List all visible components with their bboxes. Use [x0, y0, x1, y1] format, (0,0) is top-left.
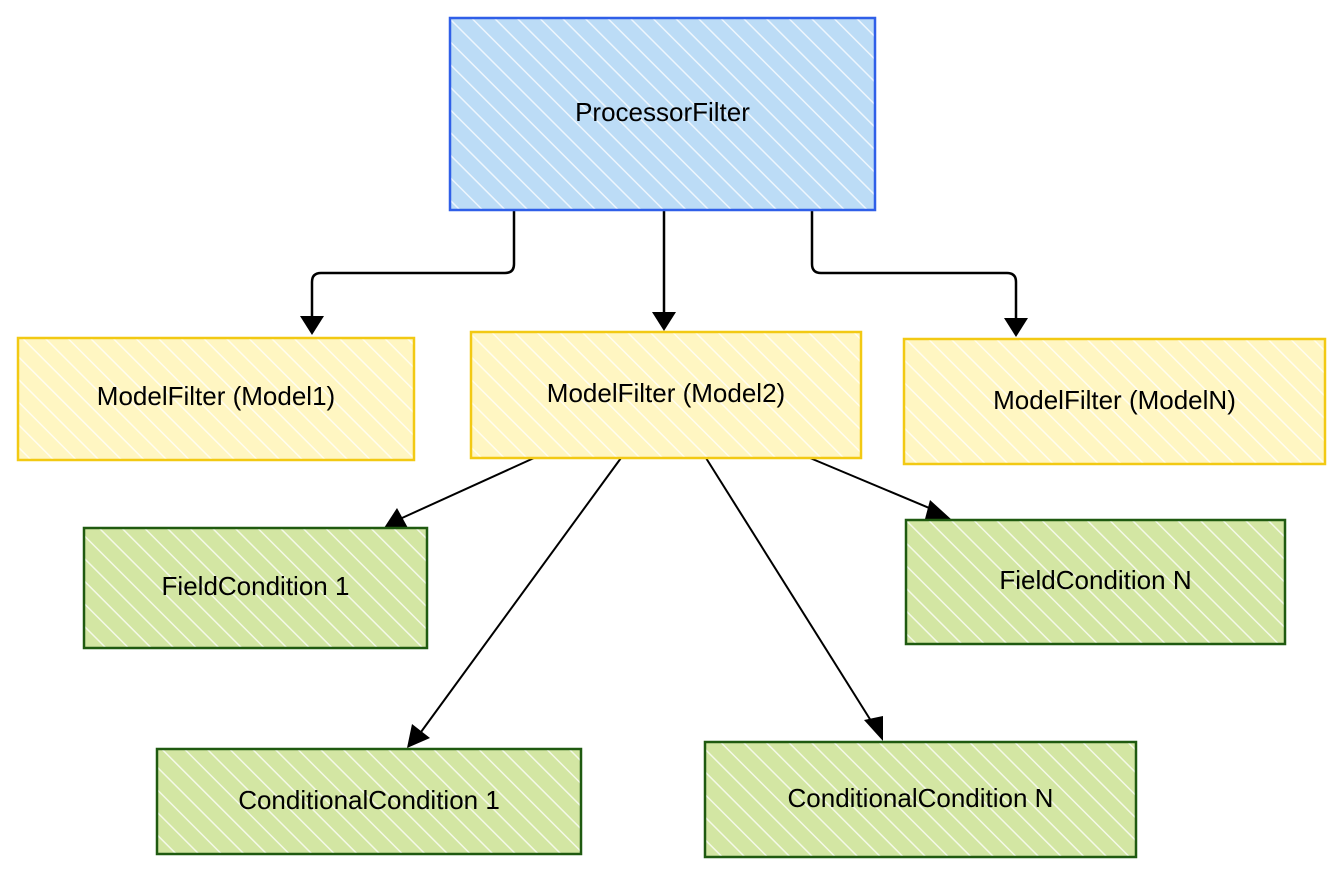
- processor-filter-label: ProcessorFilter: [575, 97, 750, 127]
- arrowhead-fieldcondition1: [384, 508, 408, 528]
- node-processor-filter: ProcessorFilter: [448, 16, 877, 212]
- arrowhead-model2: [652, 312, 676, 331]
- arrowhead-model1: [300, 316, 324, 335]
- model-filter-1-label: ModelFilter (Model1): [97, 381, 335, 411]
- node-model-filter-n: ModelFilter (ModelN): [902, 337, 1327, 466]
- node-model-filter-2: ModelFilter (Model2): [469, 330, 863, 460]
- edge-processor-to-model1: [300, 210, 516, 335]
- edge-model2-to-fieldconditionn: [809, 457, 952, 520]
- conditional-condition-1-label: ConditionalCondition 1: [238, 785, 500, 815]
- arrowhead-conditionalconditionn: [864, 716, 883, 741]
- arrowhead-fieldconditionn: [925, 500, 952, 520]
- node-field-condition-n: FieldCondition N: [904, 518, 1287, 646]
- edge-processor-to-model2: [652, 210, 676, 331]
- edge-processor-to-modeln: [810, 210, 1028, 337]
- edge-model2-to-conditionalconditionn: [705, 457, 883, 741]
- node-conditional-condition-1: ConditionalCondition 1: [155, 747, 583, 856]
- node-conditional-condition-n: ConditionalCondition N: [703, 740, 1138, 859]
- field-condition-1-label: FieldCondition 1: [162, 571, 350, 601]
- arrowhead-modeln: [1004, 318, 1028, 337]
- edge-model2-to-fieldcondition1: [384, 457, 535, 528]
- node-field-condition-1: FieldCondition 1: [82, 526, 429, 650]
- arrowhead-conditionalcondition1: [407, 724, 430, 748]
- model-filter-n-label: ModelFilter (ModelN): [993, 385, 1236, 415]
- edge-model2-to-conditionalcondition1: [407, 457, 622, 748]
- conditional-condition-n-label: ConditionalCondition N: [788, 783, 1054, 813]
- model-filter-2-label: ModelFilter (Model2): [547, 378, 785, 408]
- field-condition-n-label: FieldCondition N: [999, 565, 1191, 595]
- node-model-filter-1: ModelFilter (Model1): [16, 336, 416, 462]
